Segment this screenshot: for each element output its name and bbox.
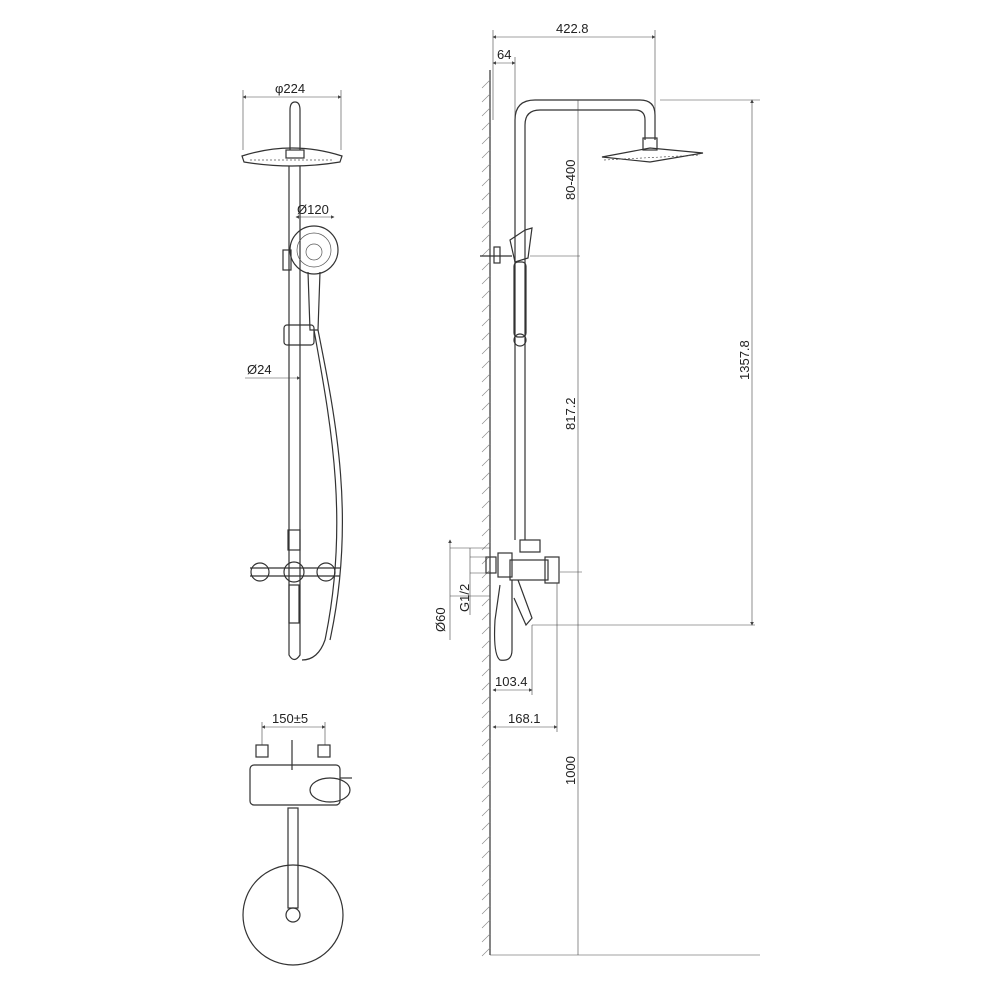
hatch-line	[481, 597, 491, 607]
hatch-line	[481, 695, 491, 705]
hatch-line	[481, 247, 491, 257]
hatch-line	[481, 107, 491, 117]
adjustable-height-label: 80-400	[563, 160, 578, 200]
hatch-line	[481, 359, 491, 369]
hatch-line	[481, 947, 491, 957]
hatch-line	[481, 163, 491, 173]
hatch-line	[481, 625, 491, 635]
hatch-line	[481, 541, 491, 551]
top-riser	[287, 807, 299, 909]
hatch-line	[481, 807, 491, 817]
hatch-line	[481, 261, 491, 271]
wall-hatching	[481, 79, 491, 957]
hatch-line	[481, 121, 491, 131]
hatch-line	[481, 611, 491, 621]
hatch-line	[481, 779, 491, 789]
install-height-label: 1000	[563, 756, 578, 785]
hatch-line	[481, 751, 491, 761]
rain-head	[241, 147, 343, 167]
side-rain-head	[601, 147, 704, 163]
top-mixer-body	[249, 764, 341, 806]
side-riser-arm	[514, 99, 656, 540]
hatch-line	[481, 373, 491, 383]
thread-label: G1/2	[457, 584, 472, 612]
hatch-line	[481, 345, 491, 355]
hatch-line	[481, 765, 491, 775]
hatch-line	[481, 499, 491, 509]
inlet-spacing-label: 150±5	[272, 711, 308, 726]
side-view: 422.8 64	[433, 21, 760, 957]
hatch-line	[481, 905, 491, 915]
shower-arm	[289, 101, 301, 150]
hatch-line	[481, 821, 491, 831]
hatch-line	[481, 653, 491, 663]
hatch-line	[481, 429, 491, 439]
hatch-line	[481, 149, 491, 159]
hatch-line	[481, 709, 491, 719]
shower-hose	[301, 329, 338, 661]
hatch-line	[481, 387, 491, 397]
hatch-line	[481, 471, 491, 481]
hatch-line	[481, 457, 491, 467]
hatch-line	[481, 443, 491, 453]
top-view: 150±5	[242, 711, 352, 966]
hatch-line	[481, 135, 491, 145]
hatch-line	[481, 681, 491, 691]
wall-offset-label: 64	[497, 47, 511, 62]
hatch-line	[481, 219, 491, 229]
hatch-line	[481, 583, 491, 593]
mixer-depth-label: 168.1	[508, 711, 541, 726]
hatch-line	[481, 639, 491, 649]
top-rain-head	[242, 864, 344, 966]
hatch-line	[481, 667, 491, 677]
hatch-line	[481, 205, 491, 215]
side-hand-shower	[509, 227, 533, 263]
arm-reach-label: 422.8	[556, 21, 589, 36]
hatch-line	[481, 863, 491, 873]
hatch-line	[481, 527, 491, 537]
riser-pipe	[288, 166, 301, 661]
riser-diameter-label: Ø24	[247, 362, 272, 377]
hatch-line	[481, 177, 491, 187]
hatch-line	[481, 275, 491, 285]
hatch-line	[481, 737, 491, 747]
hatch-line	[481, 513, 491, 523]
hatch-line	[481, 289, 491, 299]
hatch-line	[481, 891, 491, 901]
slider-bracket	[283, 324, 315, 346]
hatch-line	[481, 919, 491, 929]
hatch-line	[481, 849, 491, 859]
spout-depth-label: 103.4	[495, 674, 528, 689]
hatch-line	[481, 723, 491, 733]
hatch-line	[481, 79, 491, 89]
hatch-line	[481, 233, 491, 243]
hatch-line	[481, 877, 491, 887]
hatch-line	[481, 485, 491, 495]
hatch-line	[481, 191, 491, 201]
hatch-line	[481, 415, 491, 425]
hatch-line	[481, 331, 491, 341]
hatch-line	[481, 793, 491, 803]
escutcheon-diameter-label: Ø60	[433, 607, 448, 632]
hatch-line	[481, 835, 491, 845]
side-mixer	[485, 539, 560, 661]
front-view: φ224 Ø120 Ø24	[241, 81, 344, 661]
hatch-line	[481, 317, 491, 327]
hatch-line	[481, 933, 491, 943]
hatch-line	[481, 569, 491, 579]
hatch-line	[481, 93, 491, 103]
front-mixer	[250, 529, 340, 624]
riser-height-label: 817.2	[563, 397, 578, 430]
hatch-line	[481, 401, 491, 411]
hand-shower-diameter-label: Ø120	[297, 202, 329, 217]
rain-head-diameter-label: φ224	[275, 81, 305, 96]
overall-height-label: 1357.8	[737, 340, 752, 380]
hatch-line	[481, 303, 491, 313]
hand-shower-handle	[307, 271, 321, 331]
